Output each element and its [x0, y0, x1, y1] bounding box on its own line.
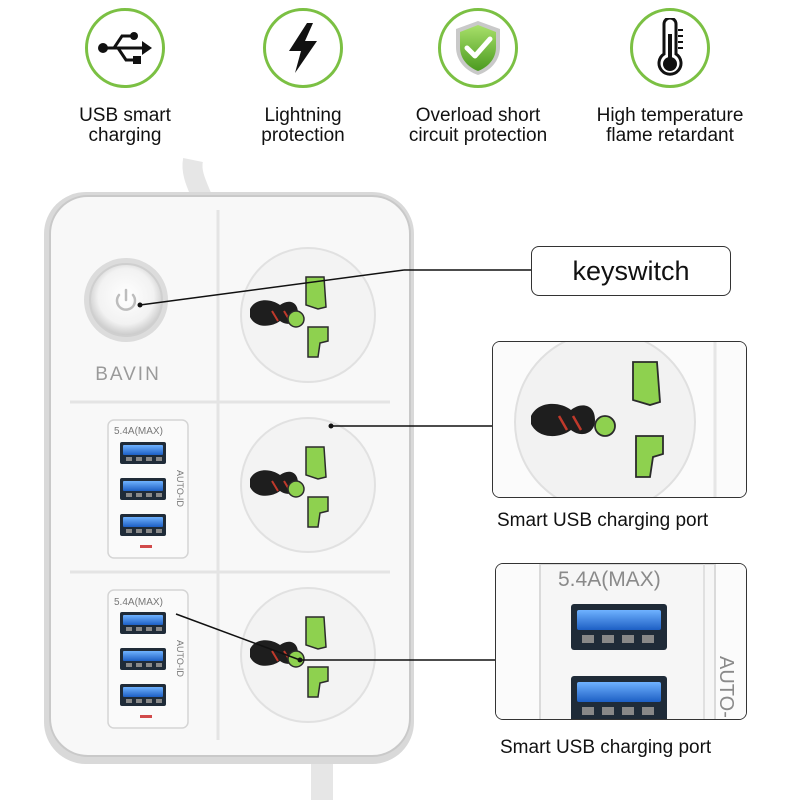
feature-usb: USB smart charging — [25, 8, 225, 146]
socket-caption: Smart USB charging port — [497, 510, 709, 531]
feature-temperature: High temperature flame retardant — [570, 8, 770, 146]
power-icon — [115, 288, 137, 311]
usb-caption: Smart USB charging port — [500, 737, 712, 758]
usb-rating-top: 5.4A(MAX) — [114, 426, 163, 437]
usb-port[interactable] — [120, 684, 166, 706]
usb-rating-bottom: 5.4A(MAX) — [114, 597, 163, 608]
usb-zoom-auto: AUTO- — [715, 656, 737, 718]
usb-indicator-led — [140, 545, 152, 548]
usb-port[interactable] — [120, 612, 166, 634]
socket-zoom-box — [492, 341, 747, 498]
usb-group-bottom: 5.4A(MAX) AUTO-ID — [107, 589, 189, 729]
feature-lightning-circle — [263, 8, 343, 88]
usb-port[interactable] — [120, 442, 166, 464]
usb-zoom-rating: 5.4A(MAX) — [558, 568, 661, 591]
socket-zoom — [493, 342, 746, 497]
usb-zoom: 5.4A(MAX) AUTO- — [496, 564, 746, 720]
usb-group-top: 5.4A(MAX) AUTO-ID — [107, 419, 189, 559]
feature-label: High temperature flame retardant — [596, 105, 744, 146]
usb-icon — [98, 32, 152, 64]
feature-label: USB smart charging — [79, 105, 171, 146]
brand-label: BAVIN — [95, 364, 161, 385]
feature-lightning: Lightning protection — [203, 8, 403, 146]
usb-zoom-port[interactable] — [571, 676, 667, 720]
leader-keyswitch — [139, 269, 405, 306]
usb-port[interactable] — [120, 478, 166, 500]
feature-overload-circle — [438, 8, 518, 88]
thermometer-icon — [657, 18, 683, 76]
lightning-icon — [289, 23, 317, 73]
leader-usb — [175, 613, 301, 661]
feature-label: Lightning protection — [261, 105, 345, 146]
feature-temperature-circle — [630, 8, 710, 88]
ac-socket[interactable] — [240, 587, 376, 723]
feature-label: Overload short circuit protection — [408, 105, 548, 146]
power-button[interactable] — [84, 258, 168, 342]
feature-usb-circle — [85, 8, 165, 88]
auto-id-top: AUTO-ID — [175, 470, 185, 507]
shield-check-icon — [456, 21, 500, 75]
usb-zoom-port[interactable] — [571, 604, 667, 650]
ac-socket[interactable] — [240, 417, 376, 553]
keyswitch-callout: keyswitch — [531, 246, 731, 296]
usb-indicator-led — [140, 715, 152, 718]
usb-port[interactable] — [120, 648, 166, 670]
auto-id-bottom: AUTO-ID — [175, 640, 185, 677]
feature-overload: Overload short circuit protection — [378, 8, 578, 146]
usb-port[interactable] — [120, 514, 166, 536]
usb-zoom-box: 5.4A(MAX) AUTO- — [495, 563, 747, 720]
ac-socket[interactable] — [240, 247, 376, 383]
